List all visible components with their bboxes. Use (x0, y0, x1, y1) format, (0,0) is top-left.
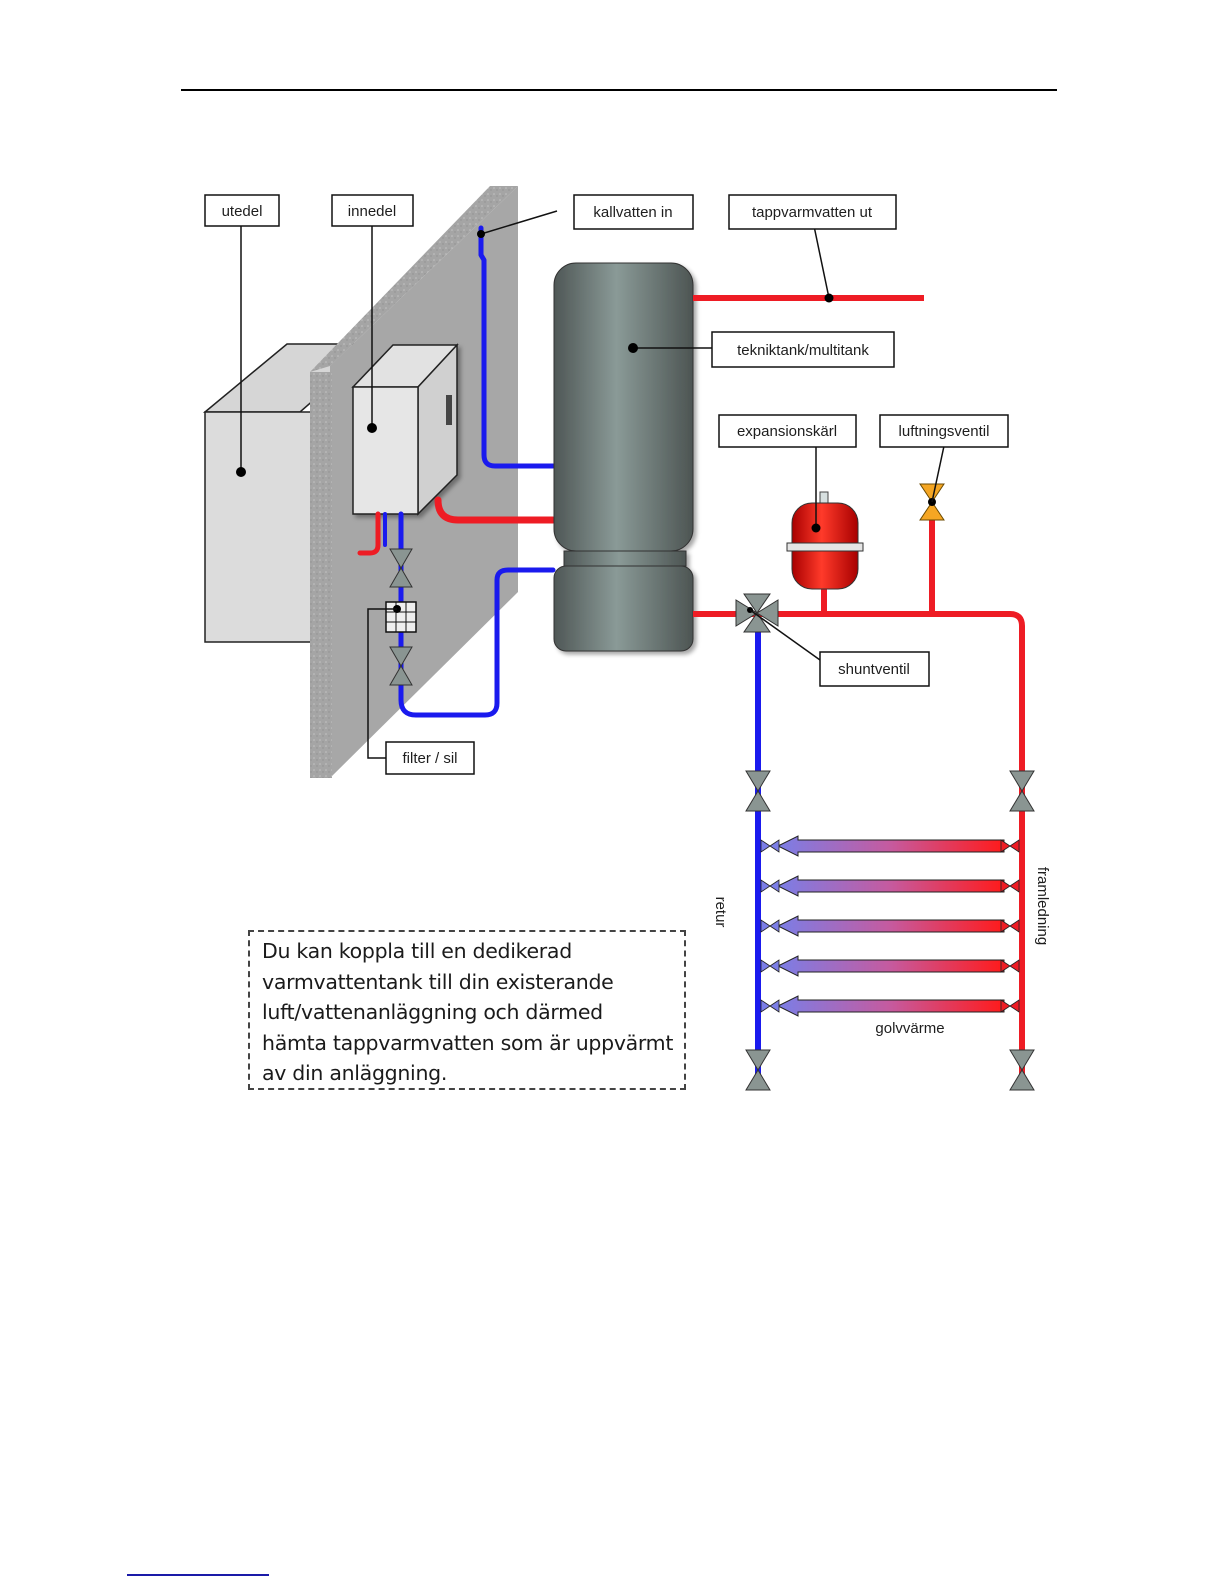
note-line: luft/vattenanläggning och därmed (262, 1000, 603, 1024)
svg-text:luftningsventil: luftningsventil (899, 423, 990, 440)
floor-loop-arrow (776, 835, 1005, 857)
supply-valve-bottom (1009, 1049, 1035, 1091)
return-loop-valve (760, 999, 780, 1013)
label-luftningsventil: luftningsventil (879, 414, 1009, 448)
valve-upper (389, 548, 413, 588)
filter (385, 601, 417, 633)
return-valve-top (745, 770, 771, 812)
svg-text:kallvatten in: kallvatten in (593, 204, 672, 221)
header-rule (181, 89, 1057, 91)
note-line: varmvattentank till din existerande (262, 969, 614, 994)
label-retur: retur (712, 897, 729, 928)
floor-loop (760, 995, 1020, 1017)
floor-heating-loops (760, 835, 1020, 1017)
return-loop-valve (760, 919, 780, 933)
label-tappvarmvatten-ut: tappvarmvatten ut (728, 194, 897, 230)
label-golvvarme: golvvärme (875, 1020, 944, 1037)
shunt-valve (735, 593, 779, 633)
label-filter: filter / sil (385, 741, 475, 775)
supply-loop-valve (1000, 959, 1020, 973)
floor-loop-arrow (776, 995, 1005, 1017)
floor-loop (760, 955, 1020, 977)
leader-lines (240, 210, 945, 759)
return-loop-valve (760, 959, 780, 973)
return-loop-valve (760, 879, 780, 893)
svg-text:shuntventil: shuntventil (838, 661, 910, 678)
note-line: av din anläggning. (262, 1061, 448, 1085)
label-shuntventil: shuntventil (819, 651, 930, 687)
pipes (357, 225, 557, 718)
svg-text:expansionskärl: expansionskärl (737, 423, 837, 440)
supply-valve-top (1009, 770, 1035, 812)
supply-loop-valve (1000, 999, 1020, 1013)
note-line: hämta tappvarmvatten som är uppvärmt (262, 1030, 674, 1055)
svg-text:innedel: innedel (348, 203, 396, 220)
svg-text:utedel: utedel (222, 203, 263, 220)
return-valve-bottom (745, 1049, 771, 1091)
floor-loop (760, 835, 1020, 857)
info-note: Du kan koppla till en dedikerad varmvatt… (248, 930, 686, 1090)
label-expansionskarl: expansionskärl (718, 414, 857, 448)
floor-loop-arrow (776, 915, 1005, 937)
label-tekniktank: tekniktank/multitank (711, 331, 895, 368)
vent-valve (919, 483, 945, 521)
supply-loop-valve (1000, 839, 1020, 853)
svg-text:filter / sil: filter / sil (402, 750, 457, 767)
floor-loop (760, 875, 1020, 897)
floor-loop-arrow (776, 955, 1005, 977)
leader-dots (236, 230, 834, 533)
label-framledning: framledning (1034, 867, 1051, 945)
label-kallvatten-in: kallvatten in (573, 194, 694, 230)
manifold-valves (745, 770, 1035, 1091)
supply-loop-valve (1000, 879, 1020, 893)
label-innedel: innedel (331, 194, 414, 227)
valve-lower (389, 646, 413, 686)
indoor-unit (351, 343, 459, 516)
floor-loop (760, 915, 1020, 937)
svg-text:tappvarmvatten ut: tappvarmvatten ut (752, 204, 873, 221)
supply-loop-valve (1000, 919, 1020, 933)
floor-loop-arrow (776, 875, 1005, 897)
return-loop-valve (760, 839, 780, 853)
svg-text:tekniktank/multitank: tekniktank/multitank (737, 342, 869, 359)
expansion-vessel (786, 491, 864, 590)
tank (553, 262, 694, 652)
note-line: Du kan koppla till en dedikerad (262, 939, 572, 963)
heating-circuit (693, 520, 1025, 1080)
label-utedel: utedel (204, 194, 280, 227)
footnote-rule (127, 1574, 269, 1576)
